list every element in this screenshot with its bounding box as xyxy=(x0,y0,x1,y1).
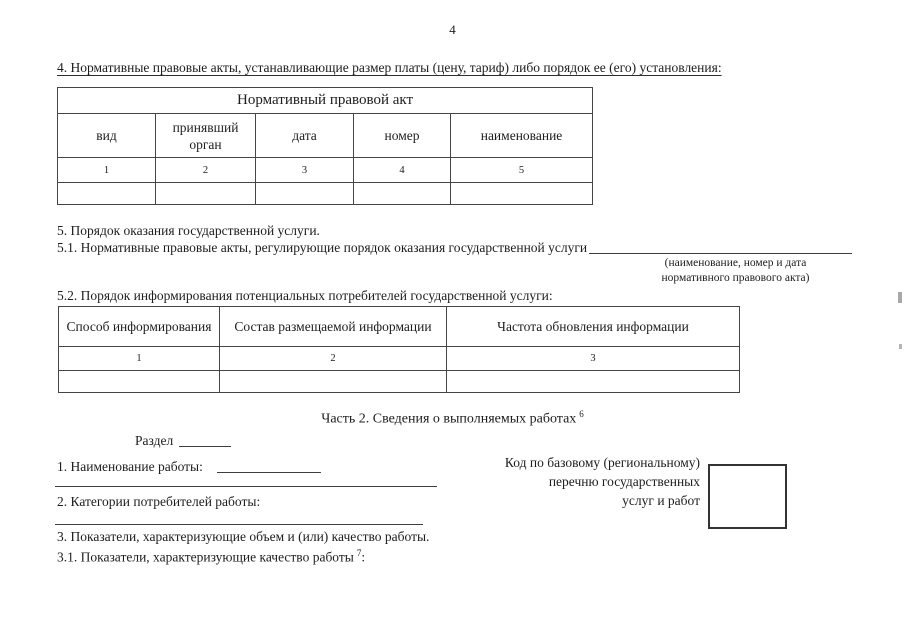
informing-table-header-row: Способ информирования Состав размещаемой… xyxy=(58,306,740,347)
informing-table: Способ информирования Состав размещаемой… xyxy=(58,306,740,393)
page-number: 4 xyxy=(449,22,456,37)
npa-colnum-2: 2 xyxy=(155,157,256,183)
npa-colnum-1: 1 xyxy=(57,157,156,183)
empty-cell xyxy=(449,182,594,205)
code-label-line1: Код по базовому (региональному) xyxy=(504,455,700,470)
quality-indicators-colon: : xyxy=(361,549,366,565)
section51-blank-line xyxy=(589,240,852,254)
section51-caption-line1: (наименование, номер и дата xyxy=(664,257,807,269)
inf-colnum-2: 2 xyxy=(219,346,447,371)
razdel-label: Раздел xyxy=(135,433,174,448)
empty-cell xyxy=(219,370,447,393)
npa-col-organ: принявший орган xyxy=(155,113,256,158)
code-box xyxy=(708,464,787,529)
quality-footnote-mark: 7 xyxy=(356,548,362,558)
empty-cell xyxy=(58,370,220,393)
npa-table-empty-row xyxy=(57,182,594,205)
fill-line-1 xyxy=(55,486,437,487)
section51-caption-line2: нормативного правового акта) xyxy=(661,272,810,284)
code-label-line3: услуг и работ xyxy=(622,493,700,508)
informing-table-number-row: 1 2 3 xyxy=(58,346,740,371)
empty-cell xyxy=(353,182,451,205)
work-name-line: 1. Наименование работы: xyxy=(57,459,387,475)
npa-table-number-row: 1 2 3 4 5 xyxy=(57,157,594,183)
informing-table-empty-row xyxy=(58,370,740,393)
section51-line: 5.1. Нормативные правовые акты, регулиру… xyxy=(57,240,852,256)
section52-title: 5.2. Порядок информирования потенциальны… xyxy=(57,288,553,303)
scan-artifact xyxy=(899,344,902,349)
npa-table: Нормативный правовой акт вид принявший о… xyxy=(56,87,594,205)
inf-col-sposob: Способ информирования xyxy=(58,306,220,347)
code-label-line2: перечню государственных xyxy=(548,474,700,489)
inf-col-chastota: Частота обновления информации xyxy=(446,306,740,347)
section4-title: 4. Нормативные правовые акты, устанавлив… xyxy=(57,60,722,75)
scan-artifact xyxy=(898,292,902,303)
fill-line-2 xyxy=(55,524,423,525)
empty-cell xyxy=(255,182,354,205)
section51-text: 5.1. Нормативные правовые акты, регулиру… xyxy=(57,240,588,255)
npa-table-title-row: Нормативный правовой акт xyxy=(56,87,594,114)
npa-colnum-5: 5 xyxy=(449,157,594,183)
npa-col-nomer: номер xyxy=(353,113,451,158)
empty-cell xyxy=(446,370,740,393)
npa-col-vid: вид xyxy=(57,113,156,158)
quality-indicators-label: 3.1. Показатели, характеризующие качеств… xyxy=(57,549,354,565)
inf-colnum-3: 3 xyxy=(446,346,740,371)
code-label: Код по базовому (региональному) перечню … xyxy=(420,453,700,510)
part2-footnote-mark: 6 xyxy=(579,409,584,419)
indicators-label: 3. Показатели, характеризующие объем и (… xyxy=(57,529,430,544)
inf-col-sostav: Состав размещаемой информации xyxy=(219,306,447,347)
section51-caption: (наименование, номер и дата нормативного… xyxy=(608,256,863,286)
razdel-line: Раздел xyxy=(135,433,232,449)
npa-colnum-4: 4 xyxy=(353,157,451,183)
section5-title: 5. Порядок оказания государственной услу… xyxy=(57,223,320,238)
work-name-blank-line xyxy=(216,459,321,473)
razdel-blank-line xyxy=(179,433,232,447)
consumer-categories-label: 2. Категории потребителей работы: xyxy=(57,494,261,509)
npa-col-naimenovanie: наименование xyxy=(449,113,594,158)
part2-heading-text: Часть 2. Сведения о выполняемых работах xyxy=(321,411,577,427)
npa-colnum-3: 3 xyxy=(255,157,354,183)
work-name-label: 1. Наименование работы: xyxy=(57,459,203,474)
empty-cell xyxy=(155,182,256,205)
npa-table-header-row: вид принявший орган дата номер наименова… xyxy=(57,113,594,158)
inf-colnum-1: 1 xyxy=(58,346,220,371)
empty-cell xyxy=(57,182,156,205)
npa-table-title: Нормативный правовой акт xyxy=(56,87,594,114)
quality-indicators-line: 3.1. Показатели, характеризующие качеств… xyxy=(57,548,365,566)
npa-col-data: дата xyxy=(255,113,354,158)
